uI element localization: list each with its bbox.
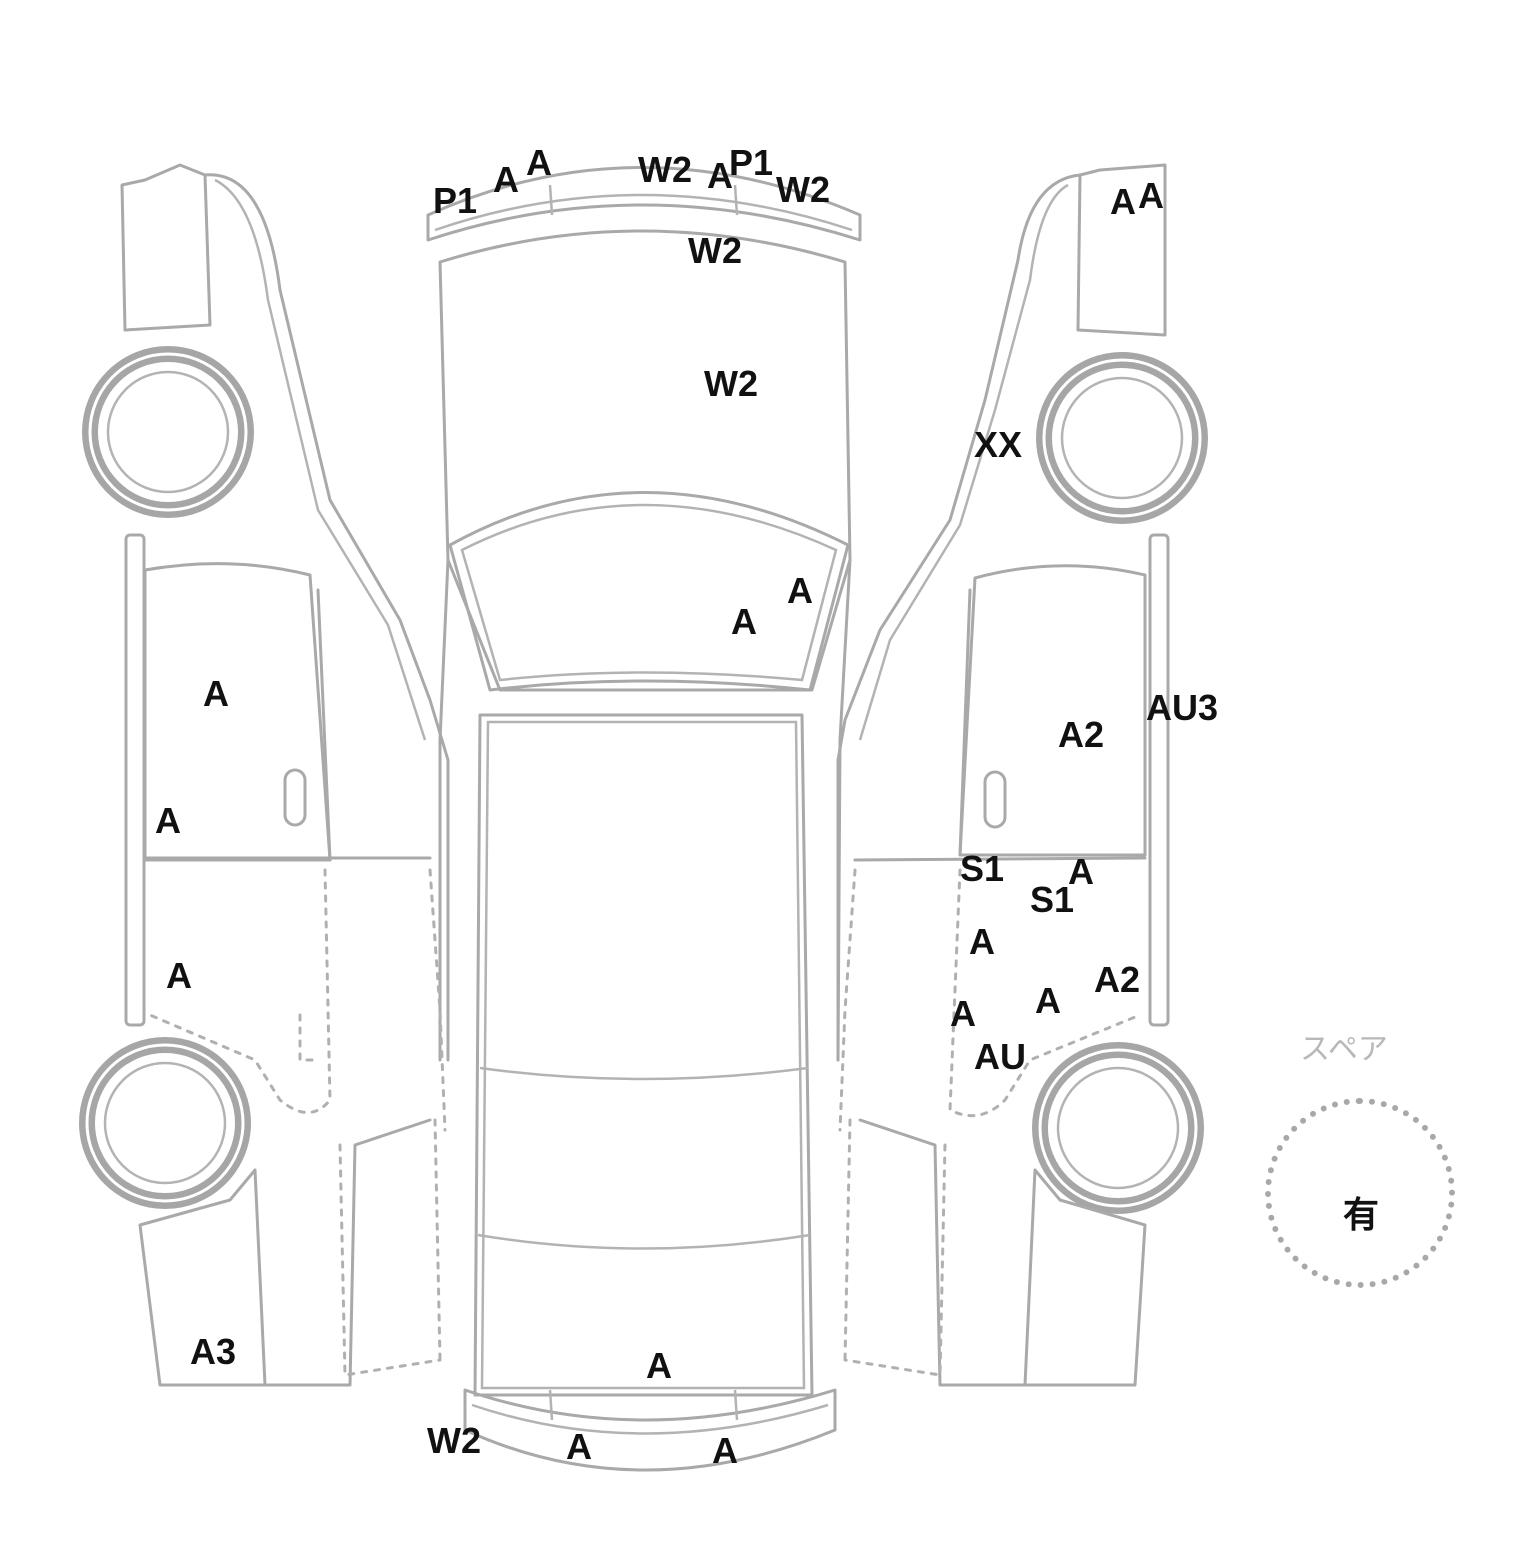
damage-mark-hood: W2 [688, 230, 742, 271]
damage-mark-right-front-fender: A [1138, 175, 1164, 216]
spare-tire-label: スペア [1300, 1032, 1388, 1067]
damage-mark-right-rear-door: S1 [1030, 879, 1075, 920]
damage-mark-front-bumper: W2 [638, 149, 692, 190]
damage-mark-left-rear-fender: A3 [190, 1331, 237, 1372]
damage-mark-windshield: A [731, 601, 757, 642]
damage-mark-right-rear-door: A2 [1094, 959, 1141, 1000]
damage-mark-rear-bumper: W2 [427, 1420, 481, 1461]
damage-mark-front-bumper: P1 [433, 180, 478, 221]
damage-mark-right-rear-door: A [969, 921, 995, 962]
damage-mark-front-bumper: A [707, 155, 733, 196]
damage-mark-right-rear-door: A [1068, 851, 1094, 892]
damage-mark-hood: W2 [704, 363, 758, 404]
damage-mark-right-front-fender: A [1110, 181, 1136, 222]
damage-mark-rear-bumper: A [566, 1426, 592, 1467]
damage-mark-front-bumper: A [526, 142, 552, 183]
top-view-body [426, 166, 862, 1472]
damage-mark-right-rear-door: S1 [960, 848, 1005, 889]
damage-mark-right-front-wheel: XX [974, 424, 1023, 465]
damage-mark-right-rear-door: A [1035, 980, 1061, 1021]
damage-mark-right-rear-door: A [950, 993, 976, 1034]
damage-mark-right-front-door: A2 [1058, 714, 1105, 755]
spare-tire-icon [1265, 1098, 1455, 1288]
damage-mark-left-rocker: A [155, 800, 181, 841]
damage-mark-right-rear-wheel: AU [974, 1036, 1026, 1077]
damage-mark-left-front-door: A [203, 673, 229, 714]
right-side-view-body [836, 163, 1208, 1387]
damage-mark-front-bumper: P1 [729, 142, 774, 183]
left-side-view-body [79, 163, 450, 1387]
damage-mark-rear-bumper: A [712, 1430, 738, 1471]
damage-mark-front-bumper: A [493, 159, 519, 200]
damage-mark-rear: A [646, 1345, 672, 1386]
damage-mark-right-rocker: AU3 [1146, 687, 1219, 728]
damage-mark-left-rear-door: A [166, 955, 192, 996]
damage-mark-front-bumper: W2 [776, 169, 830, 210]
damage-mark-windshield: A [787, 570, 813, 611]
spare-tire-value: 有 [1343, 1195, 1380, 1236]
